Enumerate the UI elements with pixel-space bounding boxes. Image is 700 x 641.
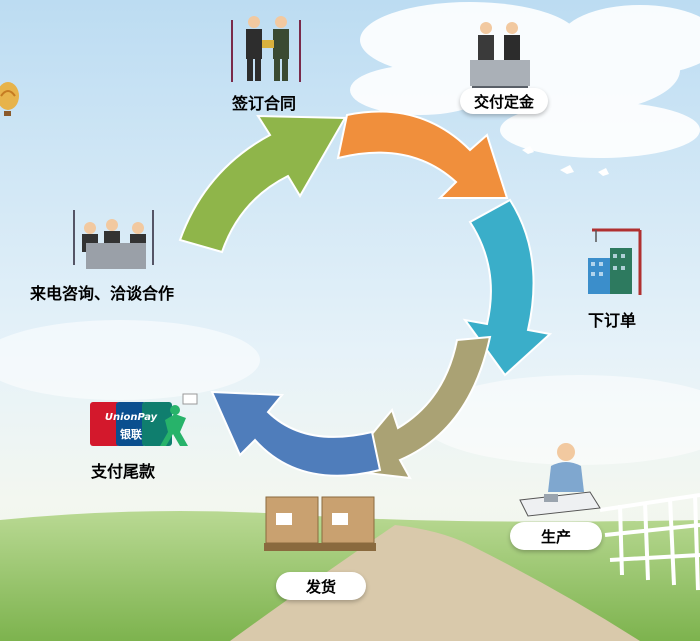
step-label-ship: 发货 [276, 572, 366, 600]
step-label-sign: 签订合同 [232, 94, 297, 113]
balloon-icon [0, 82, 19, 116]
factory-worker-icon [519, 443, 601, 517]
meeting-people-icon [73, 210, 154, 269]
step-label-produce: 生产 [510, 522, 602, 550]
unionpay-logo: UnionPay 银联 [90, 402, 172, 446]
crane-building-icon [588, 228, 642, 295]
handshake-people-icon [231, 16, 301, 82]
step-label-deposit: 交付定金 [460, 88, 548, 114]
arrow-khaki [340, 335, 492, 480]
step-label-balance: 支付尾款 [91, 462, 156, 481]
arrow-blue [210, 390, 382, 477]
arrow-orange [336, 110, 509, 199]
step-label-consult: 来电咨询、洽谈合作 [30, 284, 175, 303]
step-label-order: 下订单 [588, 311, 637, 330]
process-cycle [178, 110, 553, 480]
unionpay-brand-en: UnionPay [105, 412, 158, 423]
cargo-boxes-icon [264, 496, 376, 551]
birds [522, 146, 609, 176]
arrow-green [178, 114, 347, 254]
mobile-pay-figure-icon [160, 393, 198, 446]
arrow-teal [462, 198, 553, 377]
clouds [0, 2, 700, 465]
fence [599, 493, 700, 591]
unionpay-brand-cn: 银联 [120, 427, 142, 441]
dirt-road [230, 525, 640, 641]
